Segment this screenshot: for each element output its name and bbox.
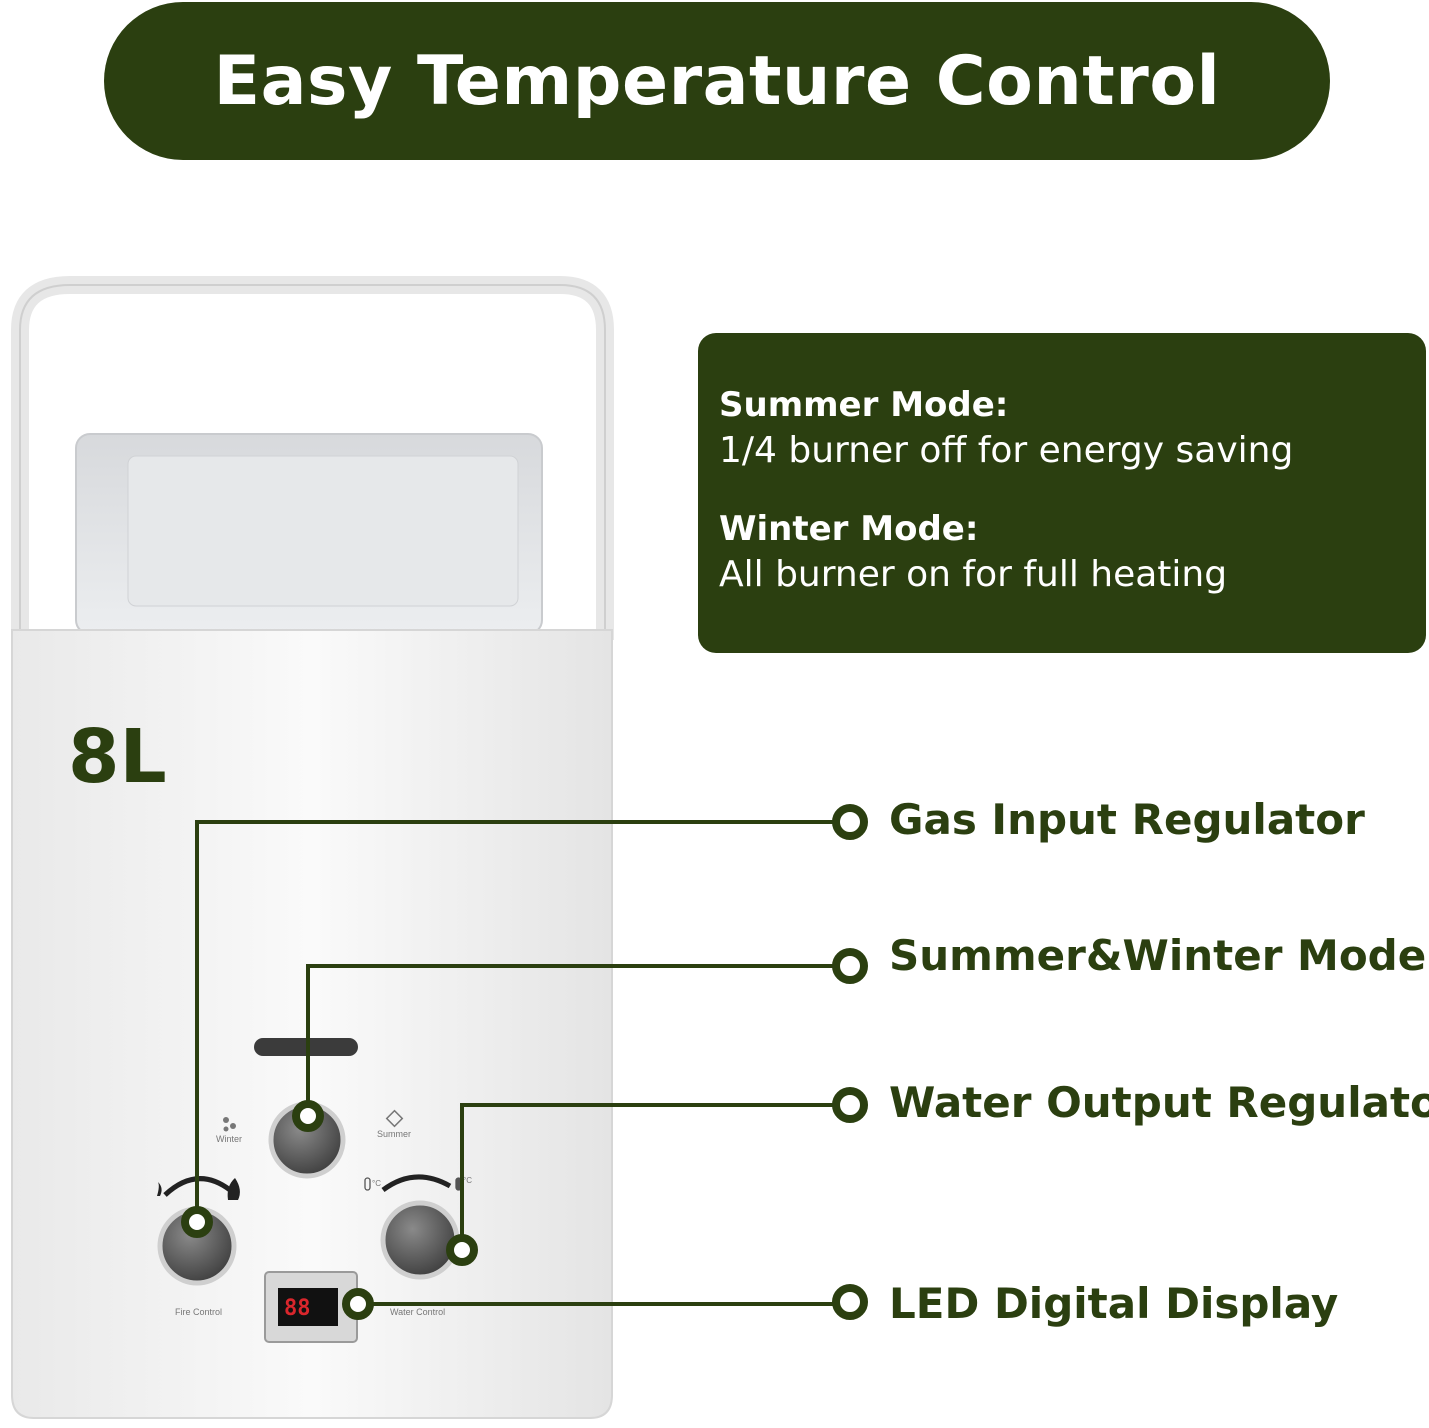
connector-mode [306, 964, 850, 1116]
callout-led-digital-display: LED Digital Display [889, 1279, 1339, 1328]
summer-mode-title: Summer Mode: [719, 385, 1009, 425]
winter-mode-title: Winter Mode: [719, 509, 979, 549]
summer-mode-description: 1/4 burner off for energy saving [719, 430, 1294, 471]
led-display-screen [278, 1288, 338, 1326]
callout-gas-input-regulator: Gas Input Regulator [889, 795, 1365, 844]
thermometer-low-icon: °C [364, 1177, 381, 1191]
winter-icon [223, 1117, 236, 1132]
connector-gas [195, 820, 850, 1222]
dot-water-label [832, 1087, 868, 1123]
small-flame-icon [157, 1182, 162, 1196]
page-title: Easy Temperature Control [213, 41, 1221, 121]
summer-panel-label: Summer [377, 1129, 411, 1139]
water-scale-arc [381, 1174, 452, 1193]
mode-info-box: Summer Mode: 1/4 burner off for energy s… [698, 333, 1426, 653]
summer-icon [385, 1109, 404, 1128]
dot-led-label [832, 1284, 868, 1320]
callout-connectors [195, 820, 850, 1306]
connector-water [460, 1103, 850, 1250]
svg-text:°C: °C [463, 1176, 472, 1185]
svg-text:°C: °C [372, 1179, 381, 1188]
dot-mode-product [292, 1100, 324, 1132]
winter-mode-block: Winter Mode: All burner on for full heat… [719, 507, 1406, 599]
title-banner: Easy Temperature Control [104, 2, 1330, 160]
dot-water-product [446, 1234, 478, 1266]
water-control-label: Water Control [390, 1307, 445, 1317]
callout-water-output-regulator: Water Output Regulator [889, 1078, 1429, 1127]
fire-control-label: Fire Control [175, 1307, 222, 1317]
water-control-knob[interactable] [380, 1200, 460, 1280]
dot-led-product [342, 1288, 374, 1320]
callout-summer-winter-mode: Summer&Winter Mode [889, 931, 1427, 980]
large-flame-icon [227, 1178, 240, 1200]
led-digits: 88 [284, 1296, 311, 1321]
dot-gas-product [181, 1206, 213, 1238]
dot-mode-label [832, 948, 868, 984]
dot-gas-label [832, 804, 868, 840]
winter-panel-label: Winter [216, 1134, 242, 1144]
capacity-label: 8L [68, 714, 167, 800]
summer-mode-block: Summer Mode: 1/4 burner off for energy s… [719, 383, 1406, 475]
winter-mode-description: All burner on for full heating [719, 554, 1228, 595]
